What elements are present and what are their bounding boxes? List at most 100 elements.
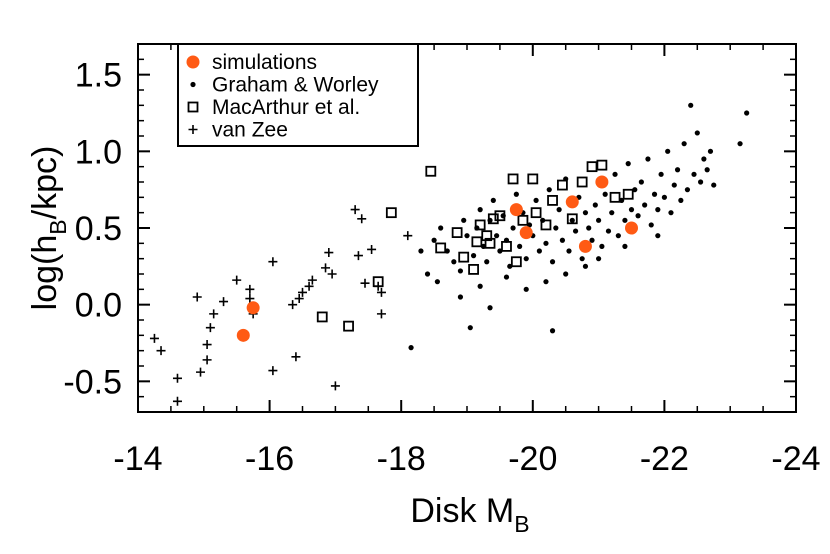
point-graham-worley <box>549 259 556 265</box>
point-van-zee <box>232 275 242 285</box>
point-graham-worley <box>665 148 671 154</box>
point-van-zee <box>291 352 301 362</box>
point-graham-worley <box>553 225 559 231</box>
point-graham-worley <box>628 207 635 213</box>
point-graham-worley <box>523 256 529 262</box>
point-graham-worley <box>490 197 496 203</box>
point-macarthur-et-al <box>507 173 519 185</box>
point-simulations <box>625 221 638 235</box>
point-graham-worley <box>543 279 549 285</box>
point-macarthur-et-al <box>622 188 634 200</box>
point-graham-worley <box>444 248 450 254</box>
point-van-zee <box>321 263 331 273</box>
point-macarthur-et-al <box>484 237 496 249</box>
point-graham-worley <box>655 207 661 213</box>
point-macarthur-et-al <box>451 227 463 239</box>
point-macarthur-et-al <box>435 242 447 254</box>
point-van-zee <box>350 205 360 215</box>
point-macarthur-et-al <box>527 173 539 185</box>
point-macarthur-et-al <box>510 256 522 268</box>
point-macarthur-et-al <box>471 236 483 248</box>
point-macarthur-et-al <box>458 251 470 263</box>
point-graham-worley <box>632 187 638 193</box>
point-van-zee <box>172 373 182 383</box>
point-van-zee <box>360 278 370 288</box>
point-van-zee <box>245 284 255 294</box>
point-graham-worley <box>615 233 621 239</box>
legend-label: MacArthur et al. <box>212 96 360 119</box>
point-graham-worley <box>678 197 684 203</box>
point-graham-worley <box>431 237 437 243</box>
point-van-zee <box>327 269 337 279</box>
legend-marker <box>188 125 198 134</box>
point-simulations <box>519 226 533 240</box>
point-graham-worley <box>457 294 464 300</box>
point-macarthur-et-al <box>517 214 529 226</box>
point-graham-worley <box>424 271 431 277</box>
point-van-zee <box>245 294 255 304</box>
point-graham-worley <box>408 345 414 351</box>
point-graham-worley <box>645 156 651 162</box>
point-graham-worley <box>605 228 612 234</box>
point-graham-worley <box>566 248 572 254</box>
point-van-zee <box>196 367 206 377</box>
point-graham-worley <box>540 217 546 223</box>
point-graham-worley <box>434 279 440 285</box>
point-graham-worley <box>507 263 513 269</box>
point-van-zee <box>298 287 307 297</box>
point-graham-worley <box>638 179 644 185</box>
point-graham-worley <box>701 156 707 162</box>
point-graham-worley <box>494 233 500 239</box>
point-graham-worley <box>674 167 681 173</box>
point-graham-worley <box>658 171 664 177</box>
point-macarthur-et-al <box>372 276 384 288</box>
x-axis-label: Disk MB <box>410 492 529 537</box>
point-simulations <box>509 203 523 217</box>
point-graham-worley <box>688 102 694 108</box>
point-graham-worley <box>487 217 493 223</box>
point-van-zee <box>376 287 386 297</box>
point-graham-worley <box>559 237 566 243</box>
point-graham-worley <box>497 248 503 254</box>
legend-box <box>177 43 419 147</box>
x-tick-label: -18 <box>377 440 426 478</box>
point-graham-worley <box>503 237 510 243</box>
point-van-zee <box>219 297 229 307</box>
legend-marker <box>186 55 200 69</box>
legend-label: simulations <box>212 51 317 74</box>
point-van-zee <box>324 248 334 258</box>
point-graham-worley <box>569 217 575 223</box>
point-macarthur-et-al <box>481 230 493 242</box>
y-tick-label: -0.5 <box>63 363 122 401</box>
point-macarthur-et-al <box>566 213 578 225</box>
point-graham-worley <box>697 179 704 185</box>
point-macarthur-et-al <box>501 240 512 252</box>
point-macarthur-et-al <box>540 219 552 231</box>
point-graham-worley <box>582 210 589 216</box>
point-graham-worley <box>477 283 483 289</box>
point-simulations <box>578 239 592 253</box>
point-macarthur-et-al <box>596 159 608 171</box>
point-van-zee <box>268 257 278 267</box>
point-macarthur-et-al <box>316 311 328 323</box>
point-graham-worley <box>625 161 631 167</box>
point-graham-worley <box>671 182 677 188</box>
x-tick-label: -20 <box>508 440 557 478</box>
point-graham-worley <box>596 217 602 223</box>
point-graham-worley <box>563 176 569 182</box>
point-van-zee <box>353 251 363 261</box>
point-graham-worley <box>451 259 457 265</box>
point-graham-worley <box>523 286 529 292</box>
point-graham-worley <box>582 263 589 269</box>
point-macarthur-et-al <box>468 263 479 275</box>
point-graham-worley <box>487 305 493 311</box>
point-graham-worley <box>474 225 480 231</box>
y-tick-label: 1.0 <box>75 133 122 171</box>
point-graham-worley <box>546 187 552 193</box>
point-macarthur-et-al <box>385 207 397 219</box>
point-graham-worley <box>596 256 602 262</box>
x-axis: -14-16-18-20-22-24 <box>113 44 821 478</box>
point-graham-worley <box>711 182 717 188</box>
point-graham-worley <box>744 110 750 116</box>
point-graham-worley <box>586 225 592 231</box>
